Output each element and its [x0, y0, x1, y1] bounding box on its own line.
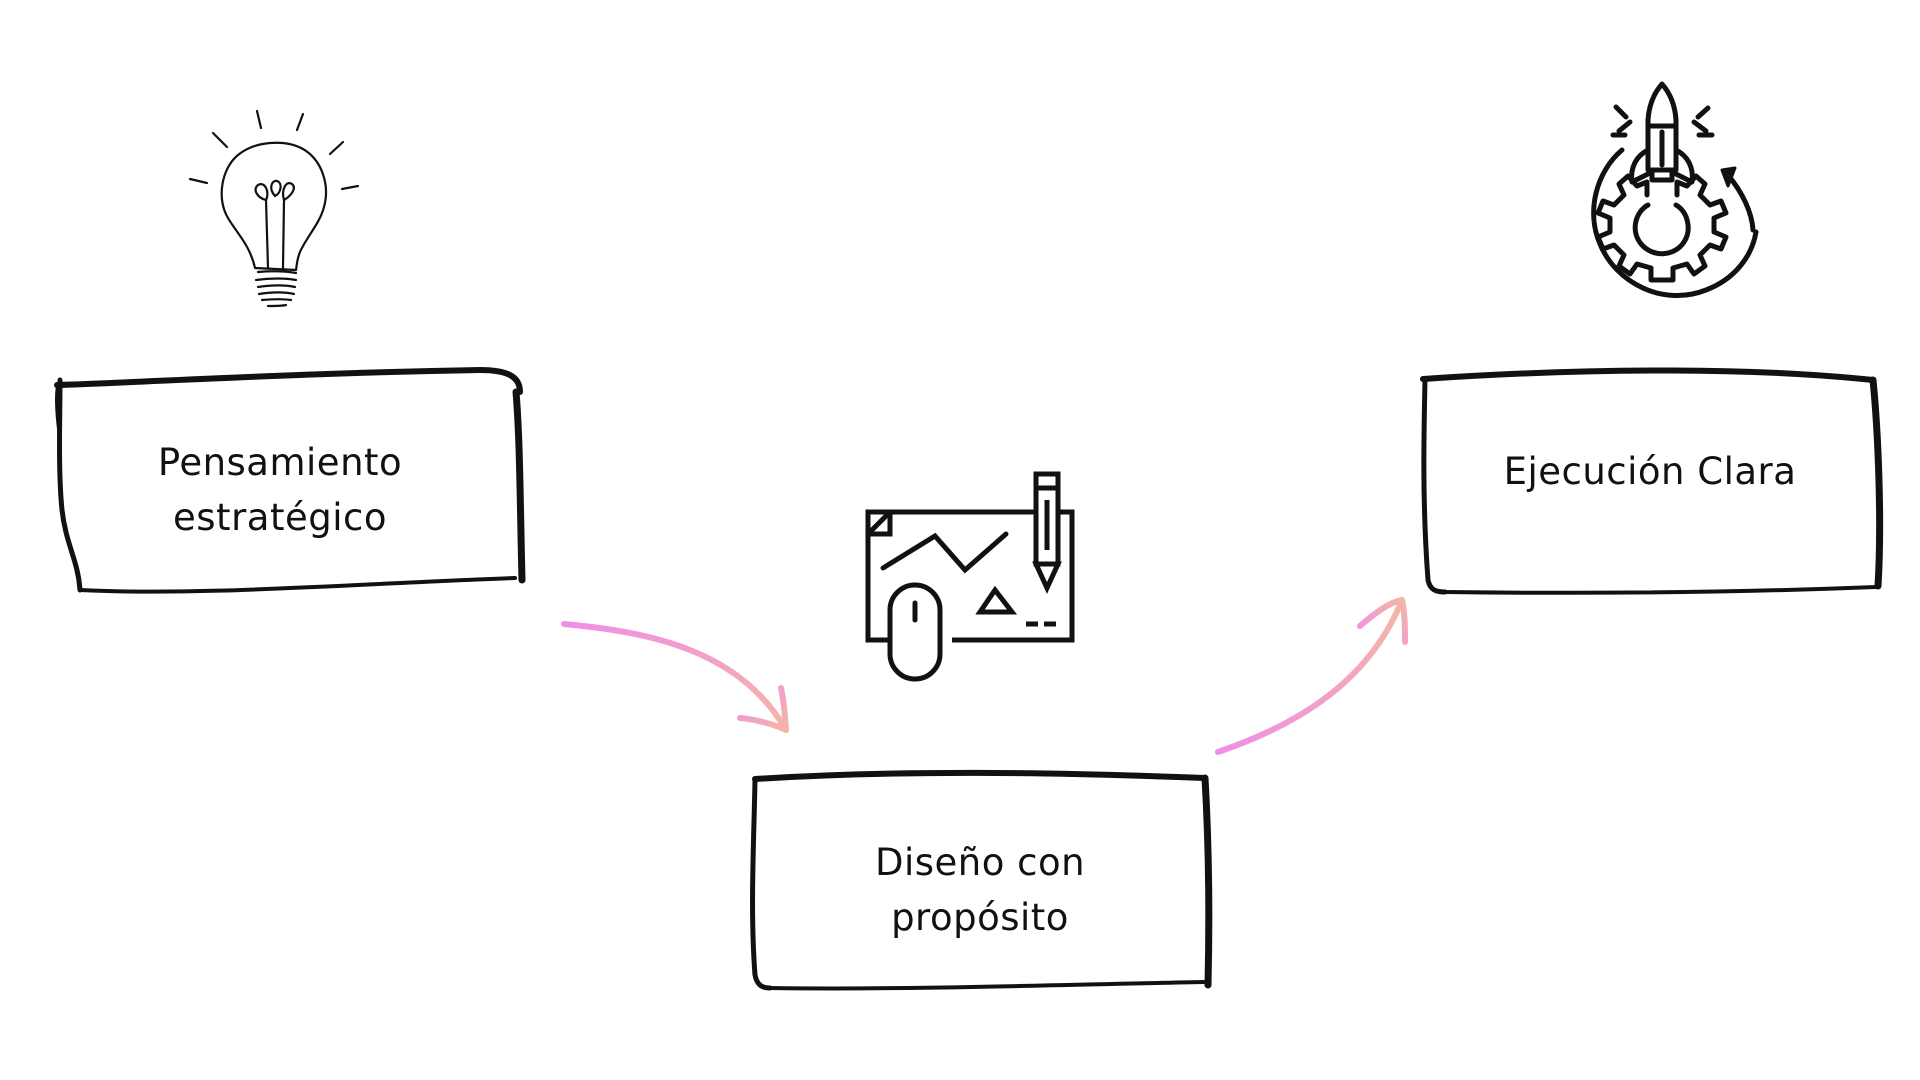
- step-label-ejecucion: Ejecución Clara: [1450, 400, 1850, 560]
- arrow-step1-to-step2: [561, 621, 789, 733]
- step-label-line: Ejecución Clara: [1503, 450, 1797, 493]
- step-label-line: Diseño con: [874, 840, 1086, 884]
- rocket-gear-icon: [1591, 81, 1759, 298]
- step-label-line: Pensamiento: [157, 440, 403, 484]
- step-box-ejecucion: [1420, 367, 1884, 595]
- step-label-pensamiento: Pensamiento estratégico: [80, 410, 480, 570]
- lightbulb-icon: [188, 109, 360, 308]
- arrow-step2-to-step3: [1215, 597, 1408, 755]
- step-box-diseno: [750, 769, 1213, 991]
- design-board-icon: [865, 471, 1075, 682]
- step-label-line: estratégico: [173, 496, 387, 539]
- step-box-pensamiento: [54, 367, 526, 594]
- step-label-line: propósito: [891, 896, 1069, 939]
- step-label-diseno: Diseño con propósito: [770, 810, 1190, 970]
